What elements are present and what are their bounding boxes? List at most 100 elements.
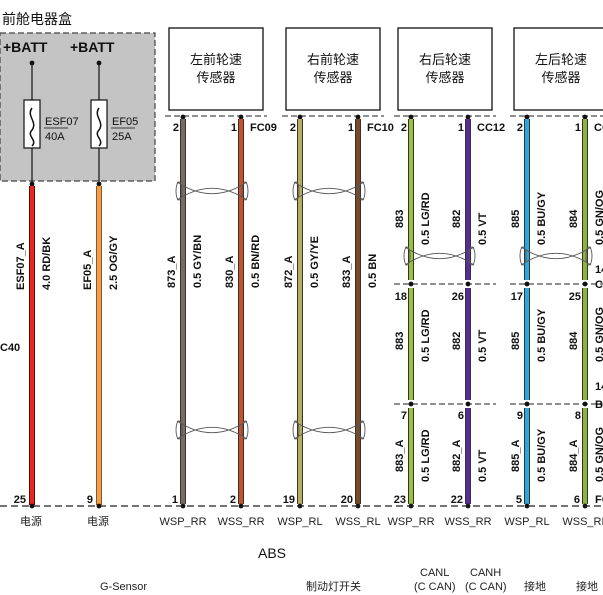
sensor-name-line2: 传感器 (313, 70, 352, 86)
twist-curve-a (176, 181, 248, 195)
twist-curve-a (404, 246, 475, 260)
power-wire-2: EF05_A 2.5 OG/GY (82, 186, 120, 505)
wire-function-label: WSP_RL (504, 516, 549, 528)
wire-spec-label: 0.5 VT (477, 449, 489, 482)
wire-spec-label: 0.5 GY/BN (192, 235, 204, 288)
inline-pin-node (408, 281, 414, 287)
power-bottom-pin: 9 (87, 494, 93, 506)
fuse-name-2: EF05 (112, 116, 138, 128)
twist-end-left (292, 181, 300, 201)
wire-id-label: 885 (510, 210, 522, 228)
wire-spec-label: 0.5 BN (367, 254, 379, 288)
bottom-pin-label: 20 (341, 494, 353, 506)
twist-end-left (175, 181, 183, 201)
wire-id-esf07: ESF07_A (15, 242, 27, 290)
sensor-box (397, 27, 493, 111)
twist-curve-b (176, 187, 248, 201)
abs-pin-node (524, 503, 530, 509)
wire-spec-label: 0.5 VT (477, 212, 489, 245)
fuse-esf07: +BATT ESF07 40A (3, 39, 79, 187)
wire-id-label: 884 (568, 209, 580, 228)
wire-id-label: 833_A (341, 256, 353, 288)
twist-end-right (241, 420, 249, 440)
pin-node (297, 114, 303, 120)
sensor-name-line1: 右后轮速 (419, 53, 471, 68)
wire-function-label: WSP_RR (387, 516, 434, 528)
mid-pin-label: 8 (575, 410, 581, 422)
wire-function-label: WSS_RL (562, 516, 603, 528)
abs-module-label: ABS (258, 545, 286, 561)
bottom-label-canl-bus: (C CAN) (414, 581, 456, 593)
bottom-label-canl: CANL (420, 567, 449, 579)
twist-curve-b (404, 252, 475, 266)
sensor-connector-id: CC12 (477, 122, 505, 134)
wire-id-label: 884 (568, 331, 580, 350)
bottom-label-brake-switch: 制动灯开关 (306, 579, 361, 593)
top-pin-label: 2 (173, 122, 179, 134)
abs-pin-row: 25 9 (14, 494, 102, 509)
wire-function-label: WSS_RR (444, 516, 491, 528)
wire-spec-esf07: 4.0 RD/BK (41, 237, 53, 290)
edge-label: C (595, 279, 603, 291)
twist-end-right (241, 181, 249, 201)
wire-function-label: WSS_RL (335, 516, 380, 528)
twist-curve-b (520, 252, 592, 266)
wire-spec-label: 0.5 GY/YE (309, 236, 321, 288)
wire-id-label: 884_A (568, 440, 580, 472)
fuse-box-title: 前舱电器盒 (2, 11, 72, 28)
wire-id-label: 882 (451, 332, 463, 350)
sensor-name-line1: 左后轮速 (535, 53, 587, 68)
pin-node (408, 114, 414, 120)
fuse-rating-2: 25A (112, 131, 132, 143)
wire-id-label: 882_A (451, 440, 463, 472)
sensor-box (285, 27, 381, 111)
sensor-box (513, 27, 603, 111)
twist-end-right (358, 420, 366, 440)
sensor-box (168, 27, 264, 111)
inline-pin-node (524, 401, 530, 407)
wire-id-label: 873_A (166, 256, 178, 288)
bottom-label-ground-1: 接地 (524, 580, 546, 593)
twist-curve-b (293, 187, 365, 201)
fuse-body-1 (23, 99, 41, 149)
wire-spec-label: 0.5 BU/GY (536, 191, 548, 245)
connector-c40: C40 (0, 342, 20, 354)
fuse-box (0, 32, 156, 182)
wire-spec-label: 0.5 VT (477, 329, 489, 362)
twist-curve-a (293, 420, 365, 434)
pin-node (465, 114, 471, 120)
inline-pin-node (465, 281, 471, 287)
wire-function-label: WSS_RR (217, 516, 264, 528)
top-pin-label: 1 (458, 122, 464, 134)
wire-id-label: 883 (394, 332, 406, 350)
bottom-pin-label: 1 (172, 494, 178, 506)
top-pin-label: 1 (575, 122, 581, 134)
mid-pin-label: 7 (401, 410, 407, 422)
power-bottom-pin: 25 (14, 494, 26, 506)
twist-end-left (403, 246, 411, 266)
wire-spec-label: 0.5 BU/GY (536, 308, 548, 362)
bottom-pin-label: 22 (451, 494, 463, 506)
abs-pin-node (96, 503, 102, 509)
func-label-power-2: 电源 (87, 514, 109, 528)
sensor-name-line2: 传感器 (541, 70, 580, 86)
fuse-name-1: ESF07 (45, 116, 79, 128)
inline-pin-node (582, 281, 588, 287)
sensor-connector-id: FC10 (367, 122, 394, 134)
twist-curve-b (176, 426, 248, 440)
twist-end-right (585, 246, 593, 266)
wire-function-label: WSP_RL (277, 516, 322, 528)
wire-id-label: 885 (510, 332, 522, 350)
pin-node (180, 114, 186, 120)
sensor-connector-id: CC (594, 122, 603, 134)
inline-pin-node (524, 281, 530, 287)
wire-spec-ef05: 2.5 OG/GY (108, 235, 120, 290)
batt-label-1: +BATT (3, 39, 48, 55)
abs-pin-node (238, 503, 244, 509)
twist-curve-b (293, 426, 365, 440)
twist-curve-a (293, 181, 365, 195)
